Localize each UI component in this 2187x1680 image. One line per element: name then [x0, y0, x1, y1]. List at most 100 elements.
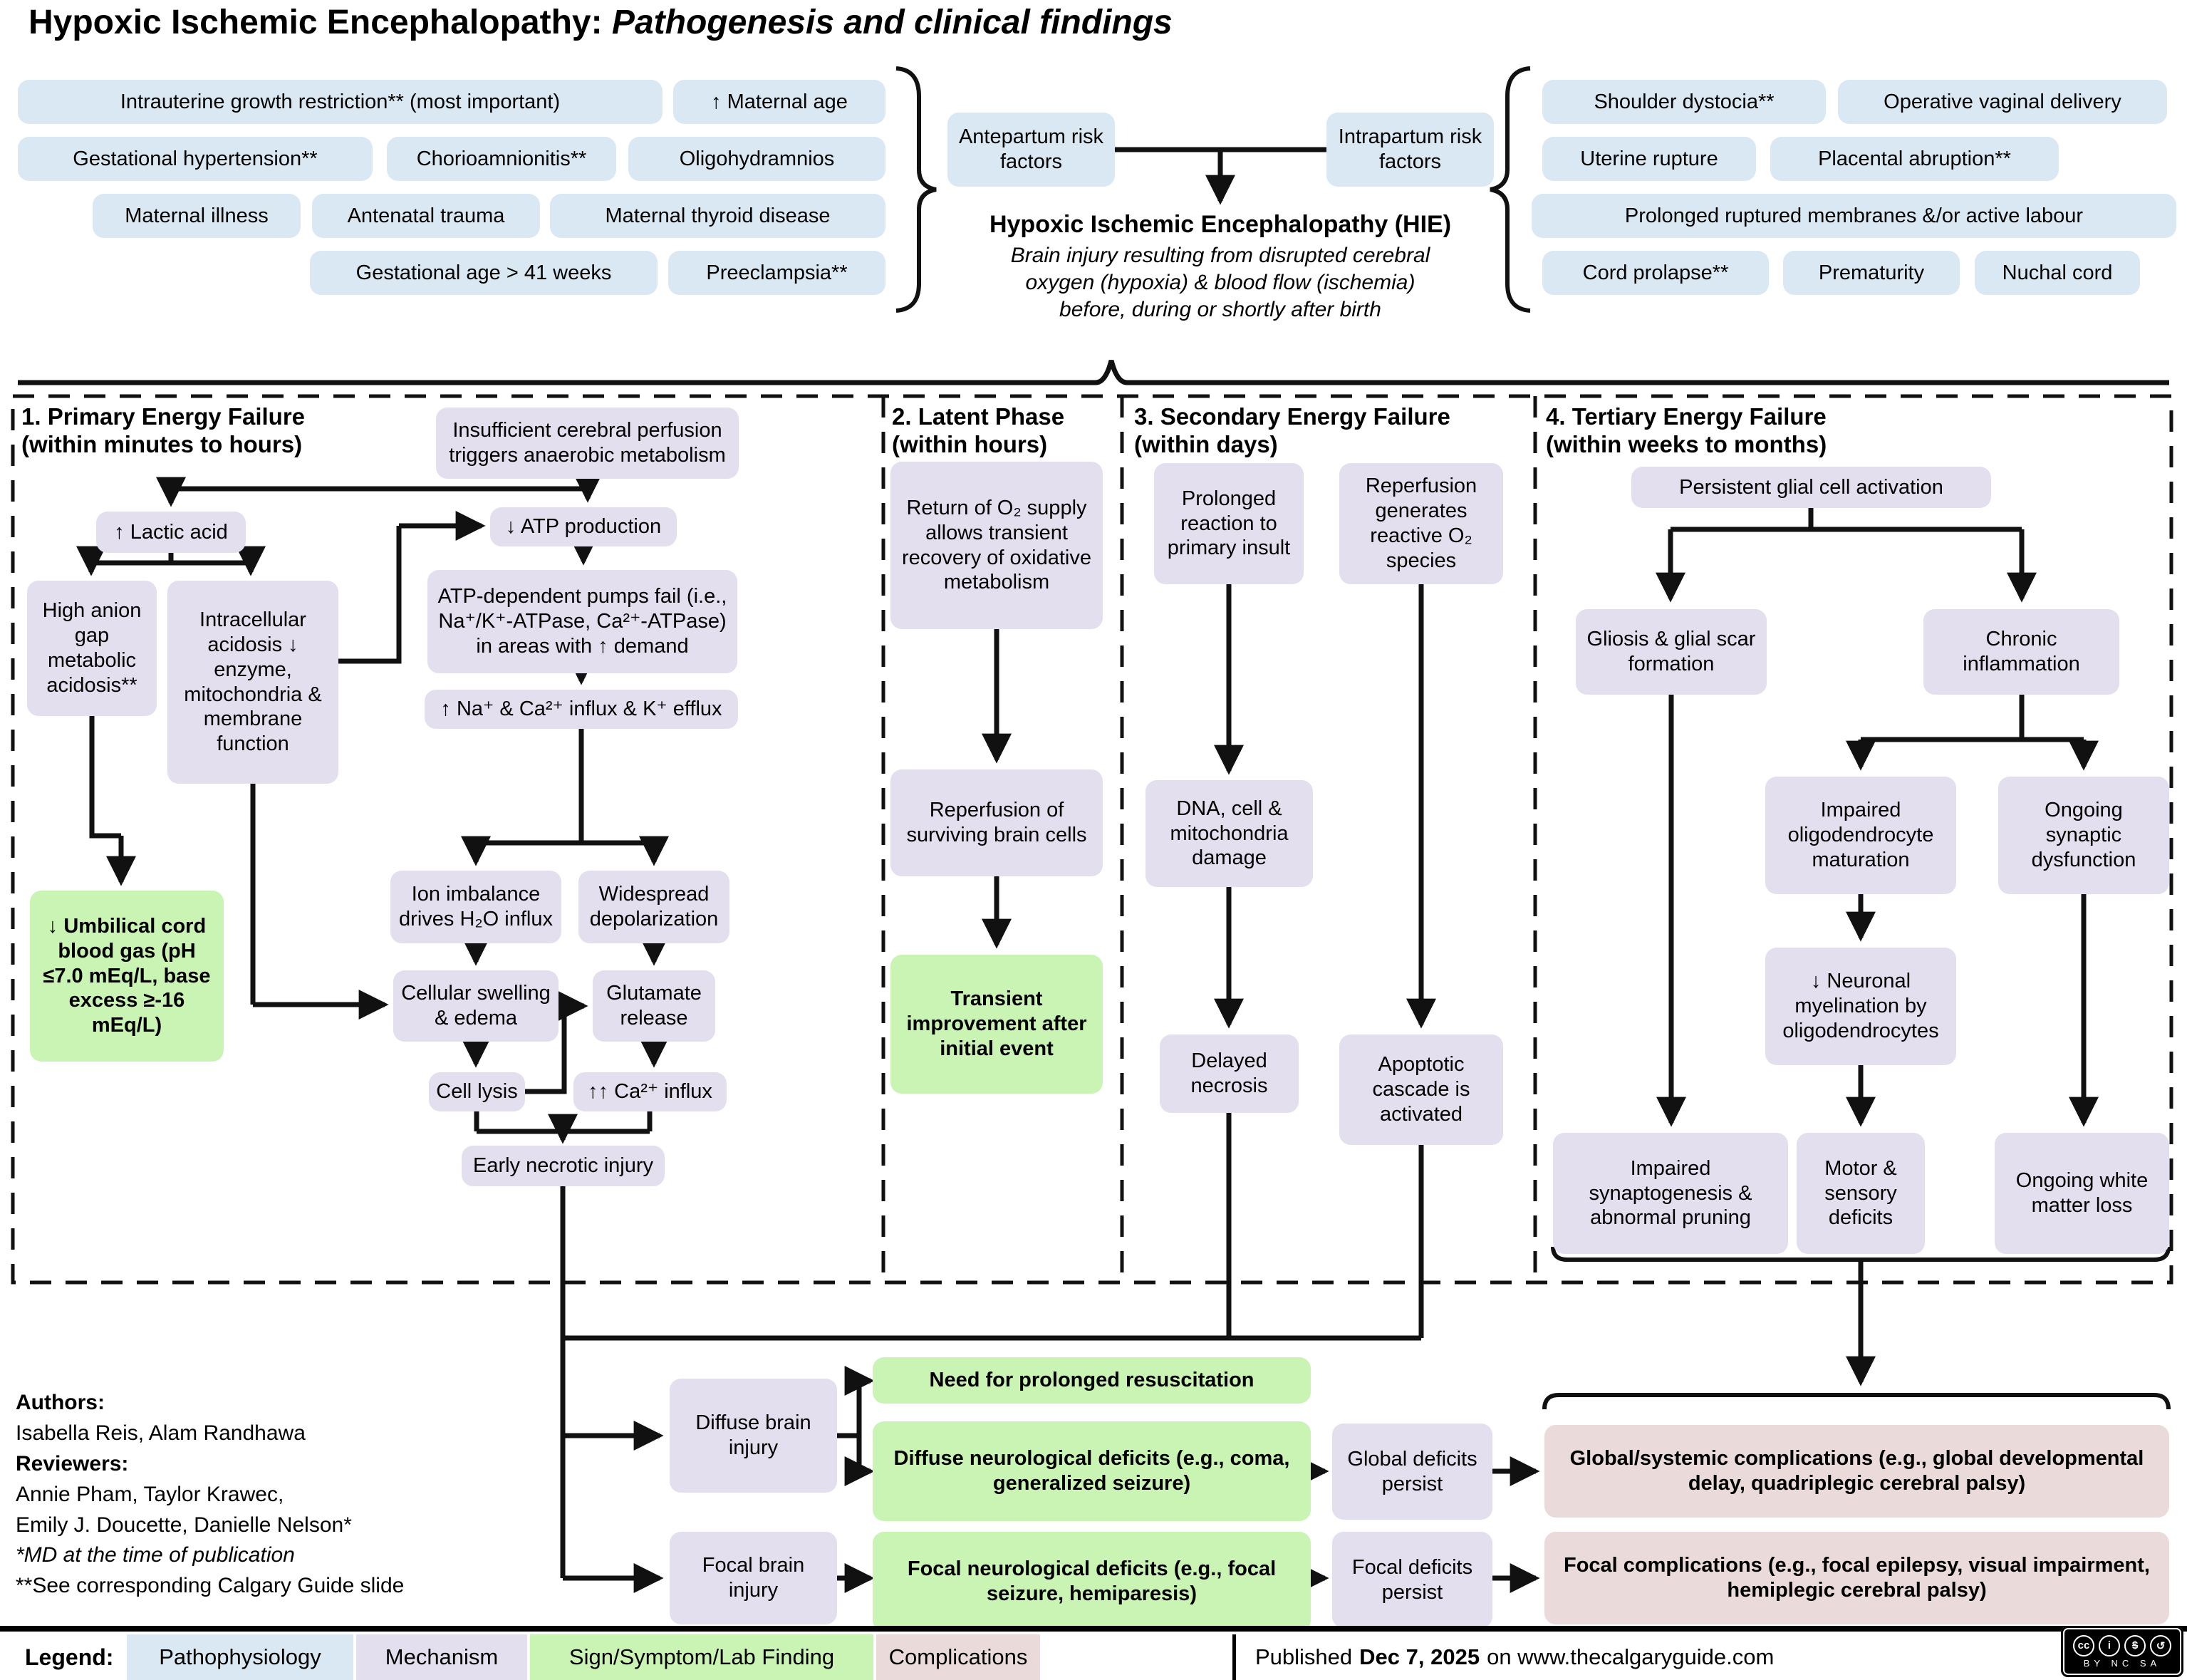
- cc-sa-icon: ↺: [2150, 1634, 2171, 1656]
- node-cell-lysis: Cell lysis: [429, 1072, 525, 1111]
- node-anion-gap-acidosis: High anion gap metabolic acidosis**: [27, 581, 157, 716]
- node-prolonged-reaction: Prolonged reaction to primary insult: [1154, 463, 1304, 584]
- node-motor-sensory-deficits: Motor & sensory deficits: [1797, 1133, 1925, 1254]
- page-title-subtitle: Pathogenesis and clinical findings: [611, 4, 1173, 41]
- credits-block: Authors: Isabella Reis, Alam Randhawa Re…: [16, 1388, 536, 1602]
- hie-description-line2: oxygen (hypoxia) & blood flow (ischemia): [1025, 271, 1415, 294]
- cc-icon: cc: [2073, 1634, 2094, 1656]
- legend-top-rule: [0, 1626, 2187, 1632]
- node-focal-complications: Focal complications (e.g., focal epileps…: [1544, 1532, 2169, 1624]
- risk-prolonged-membranes: Prolonged ruptured membranes &/or active…: [1532, 194, 2176, 238]
- node-widespread-depolarization: Widespread depolarization: [578, 871, 729, 943]
- node-atp-production: ↓ ATP production: [490, 507, 677, 546]
- section-1-title: 1. Primary Energy Failure (within minute…: [21, 403, 305, 459]
- node-diffuse-neurological-deficits: Diffuse neurological deficits (e.g., com…: [873, 1421, 1311, 1521]
- node-atp-pumps-fail: ATP-dependent pumps fail (i.e., Na⁺/K⁺-A…: [427, 570, 737, 673]
- node-dna-mitochondria-damage: DNA, cell & mitochondria damage: [1146, 780, 1313, 887]
- node-diffuse-brain-injury: Diffuse brain injury: [670, 1379, 837, 1493]
- section-2-title-line2: (within hours): [892, 430, 1048, 457]
- node-global-complications: Global/systemic complications (e.g., glo…: [1544, 1425, 2169, 1518]
- published-site: on www.thecalgaryguide.com: [1487, 1644, 1775, 1669]
- risk-antenatal-trauma: Antenatal trauma: [312, 194, 540, 238]
- section-4-title-line1: 4. Tertiary Energy Failure: [1546, 403, 1827, 430]
- node-insufficient-perfusion: Insufficient cerebral perfusion triggers…: [436, 408, 739, 479]
- node-white-matter-loss: Ongoing white matter loss: [1995, 1133, 2169, 1254]
- node-impaired-synaptogenesis: Impaired synaptogenesis & abnormal pruni…: [1553, 1133, 1788, 1254]
- legend-divider: [1232, 1634, 1236, 1680]
- node-oligodendrocyte-maturation: Impaired oligodendrocyte maturation: [1765, 777, 1956, 894]
- reviewers-names-2: Emily J. Doucette, Danielle Nelson*: [16, 1513, 352, 1537]
- md-note: *MD at the time of publication: [16, 1543, 295, 1567]
- node-apoptotic-cascade: Apoptotic cascade is activated: [1339, 1035, 1503, 1145]
- right-curly-brace: [1490, 66, 1531, 313]
- risk-prematurity: Prematurity: [1783, 251, 1960, 295]
- complications-bracket: [1542, 1393, 2171, 1410]
- legend-swatch-complications: Complications: [876, 1634, 1040, 1680]
- node-early-necrotic-injury: Early necrotic injury: [462, 1146, 665, 1186]
- phase-container-border: [11, 394, 2173, 1285]
- node-calcium-influx: ↑↑ Ca²⁺ influx: [573, 1072, 727, 1111]
- intrapartum-label: Intrapartum risk factors: [1326, 113, 1494, 187]
- authors-names: Isabella Reis, Alam Randhawa: [16, 1421, 306, 1445]
- node-ion-influx-efflux: ↑ Na⁺ & Ca²⁺ influx & K⁺ efflux: [425, 690, 738, 729]
- node-transient-improvement: Transient improvement after initial even…: [890, 955, 1103, 1094]
- node-intracellular-acidosis: Intracellular acidosis ↓ enzyme, mitocho…: [167, 581, 338, 784]
- section-3-title-line2: (within days): [1134, 430, 1278, 457]
- node-glial-activation: Persistent glial cell activation: [1631, 467, 1991, 508]
- legend-label: Legend:: [25, 1644, 114, 1670]
- legend-swatch-mechanism: Mechanism: [356, 1634, 527, 1680]
- risk-nuchal-cord: Nuchal cord: [1975, 251, 2140, 295]
- page-title-main: Hypoxic Ischemic Encephalopathy:: [28, 4, 603, 41]
- legend-swatch-pathophysiology: Pathophysiology: [127, 1634, 353, 1680]
- page-title: Hypoxic Ischemic Encephalopathy: Pathoge…: [28, 3, 1173, 42]
- risk-oligohydramnios: Oligohydramnios: [628, 137, 885, 181]
- node-ion-imbalance: Ion imbalance drives H₂O influx: [390, 871, 561, 943]
- reviewers-heading: Reviewers:: [16, 1451, 129, 1476]
- phase-column-separators: [881, 396, 1537, 1282]
- node-chronic-inflammation: Chronic inflammation: [1923, 609, 2119, 695]
- node-gliosis: Gliosis & glial scar formation: [1576, 609, 1767, 695]
- hie-description-line1: Brain injury resulting from disrupted ce…: [1010, 244, 1430, 267]
- section-2-title-line1: 2. Latent Phase: [892, 403, 1065, 430]
- cc-license-badge: cc i $ ↺ BY NC SA: [2061, 1626, 2183, 1677]
- node-lactic-acid: ↑ Lactic acid: [96, 512, 246, 553]
- hie-description-line3: before, during or shortly after birth: [1059, 298, 1381, 321]
- section-4-title-line2: (within weeks to months): [1546, 430, 1827, 457]
- node-return-of-o2: Return of O₂ supply allows transient rec…: [890, 462, 1103, 629]
- published-date: Dec 7, 2025: [1359, 1644, 1480, 1669]
- risk-shoulder-dystocia: Shoulder dystocia**: [1542, 80, 1826, 124]
- cc-icon-row: cc i $ ↺: [2073, 1634, 2171, 1656]
- section-4-title: 4. Tertiary Energy Failure (within weeks…: [1546, 403, 1827, 459]
- section-3-title: 3. Secondary Energy Failure (within days…: [1134, 403, 1450, 459]
- risk-thyroid-disease: Maternal thyroid disease: [550, 194, 885, 238]
- risk-maternal-illness: Maternal illness: [93, 194, 301, 238]
- risk-placental-abruption: Placental abruption**: [1770, 137, 2059, 181]
- node-reactive-o2-species: Reperfusion generates reactive O₂ specie…: [1339, 463, 1503, 584]
- cc-nc-icon: $: [2124, 1634, 2146, 1656]
- calgary-guide-note: **See corresponding Calgary Guide slide: [16, 1574, 405, 1598]
- section-1-title-line1: 1. Primary Energy Failure: [21, 403, 306, 430]
- risk-gestational-age: Gestational age > 41 weeks: [310, 251, 658, 295]
- node-focal-deficits-persist: Focal deficits persist: [1332, 1532, 1492, 1628]
- node-focal-brain-injury: Focal brain injury: [670, 1532, 837, 1624]
- node-cellular-swelling: Cellular swelling & edema: [393, 970, 559, 1042]
- antepartum-label: Antepartum risk factors: [947, 113, 1115, 187]
- legend-swatch-sign-symptom: Sign/Symptom/Lab Finding: [530, 1634, 873, 1680]
- section-2-title: 2. Latent Phase (within hours): [892, 403, 1064, 459]
- section-3-title-line1: 3. Secondary Energy Failure: [1134, 403, 1450, 430]
- cc-license-text: BY NC SA: [2083, 1657, 2161, 1669]
- authors-heading: Authors:: [16, 1391, 105, 1414]
- risk-uterine-rupture: Uterine rupture: [1542, 137, 1756, 181]
- cc-by-icon: i: [2099, 1634, 2120, 1656]
- node-synaptic-dysfunction: Ongoing synaptic dysfunction: [1998, 777, 2169, 894]
- node-prolonged-resuscitation: Need for prolonged resuscitation: [873, 1357, 1311, 1404]
- risk-gestational-hypertension: Gestational hypertension**: [18, 137, 373, 181]
- left-curly-brace: [895, 66, 937, 313]
- risk-cord-prolapse: Cord prolapse**: [1542, 251, 1769, 295]
- node-glutamate-release: Glutamate release: [593, 970, 715, 1042]
- node-delayed-necrosis: Delayed necrosis: [1160, 1035, 1299, 1113]
- risk-iugr: Intrauterine growth restriction** (most …: [18, 80, 663, 124]
- risk-preeclampsia: Preeclampsia**: [668, 251, 885, 295]
